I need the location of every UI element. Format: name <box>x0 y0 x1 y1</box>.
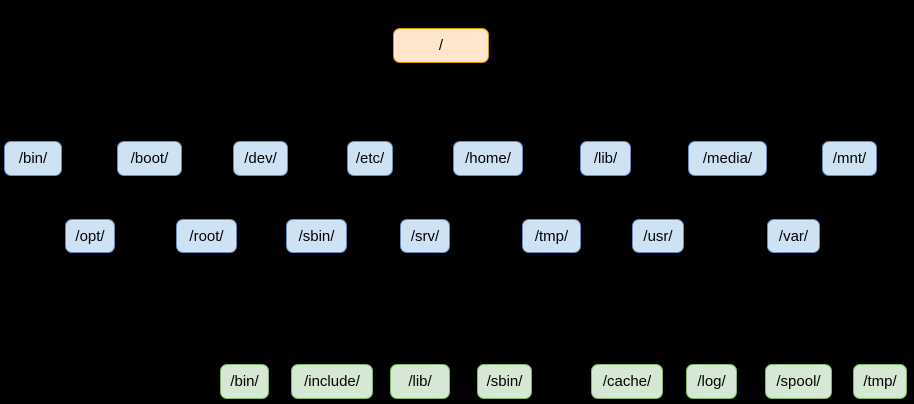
node-dev: /dev/ <box>233 141 288 176</box>
node-usr-include: /include/ <box>291 364 373 399</box>
node-var-spool: /spool/ <box>765 364 832 399</box>
node-usr-lib: /lib/ <box>390 364 450 399</box>
node-var-log: /log/ <box>686 364 737 399</box>
node-etc: /etc/ <box>347 141 393 176</box>
node-boot: /boot/ <box>117 141 182 176</box>
node-home: /home/ <box>453 141 523 176</box>
node-var: /var/ <box>767 219 820 253</box>
node-sbin: /sbin/ <box>286 219 347 253</box>
node-tmp: /tmp/ <box>522 219 581 253</box>
node-media: /media/ <box>688 141 767 176</box>
node-usr-bin: /bin/ <box>220 364 269 399</box>
node-var-tmp: /tmp/ <box>853 364 907 399</box>
node-bin: /bin/ <box>4 141 62 176</box>
node-srv: /srv/ <box>400 219 450 253</box>
node-usr-sbin: /sbin/ <box>477 364 532 399</box>
node-root-dir: /root/ <box>176 219 237 253</box>
node-mnt: /mnt/ <box>822 141 877 176</box>
node-root: / <box>393 28 489 63</box>
node-lib: /lib/ <box>580 141 631 176</box>
node-opt: /opt/ <box>65 219 115 253</box>
node-var-cache: /cache/ <box>591 364 663 399</box>
node-usr: /usr/ <box>632 219 684 253</box>
